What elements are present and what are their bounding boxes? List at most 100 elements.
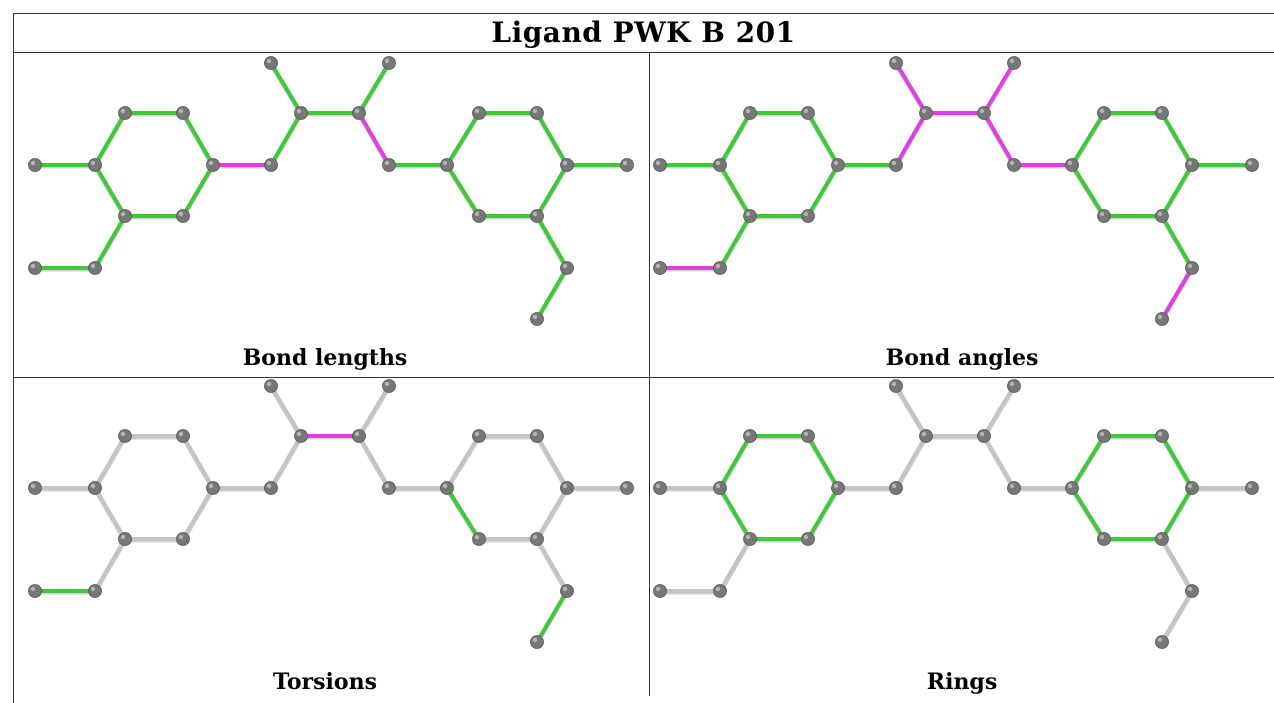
atom-highlight [562,483,568,489]
atom-highlight [715,263,721,269]
bond [1160,163,1194,218]
page-title: Ligand PWK B 201 [491,16,796,49]
panel-bond-lengths: Bond lengths [13,53,649,377]
atom [743,106,757,120]
bond [269,61,303,115]
atom [1007,481,1021,495]
atom [28,158,42,172]
atom [530,532,544,546]
bond [535,537,569,593]
atom [560,481,574,495]
atom [352,429,366,443]
atom [28,261,42,275]
atom [653,261,667,275]
atom [1097,532,1111,546]
atom-highlight [1187,263,1193,269]
atom [472,209,486,223]
atom-highlight [532,534,538,540]
atom-highlight [384,58,390,64]
atom-highlight [90,586,96,592]
atom-highlight [562,160,568,166]
atom [294,429,308,443]
panel-bond-angles: Bond angles [650,53,1274,377]
atom [1155,209,1169,223]
atom-highlight [979,108,985,114]
bond [894,111,928,167]
atom [743,209,757,223]
atom-highlight [474,431,480,437]
bond [357,61,391,115]
bond [982,111,1016,167]
atom-highlight [655,263,661,269]
atom-highlight [1247,483,1253,489]
atom [1185,584,1199,598]
bond [1070,434,1106,490]
bond [894,434,928,490]
atom-highlight [745,431,751,437]
bond [1160,486,1194,541]
bond [357,111,391,167]
bond [982,434,1016,490]
atom [28,584,42,598]
atom-highlight [655,483,661,489]
atom-highlight [208,160,214,166]
bond [806,111,840,167]
bond [535,434,569,490]
atom-highlight [833,483,839,489]
atom-highlight [803,211,809,217]
atom-highlight [1067,483,1073,489]
atom [831,481,845,495]
atom [919,429,933,443]
atom-highlight [891,381,897,387]
atom [743,532,757,546]
atom [653,158,667,172]
atom-highlight [354,431,360,437]
atom [176,106,190,120]
atom [713,261,727,275]
bond [894,61,928,115]
atom [889,158,903,172]
atom-highlight [30,483,36,489]
atom [88,584,102,598]
atom-highlight [532,314,538,320]
bond [445,486,481,541]
atom [382,56,396,70]
atom-highlight [1099,108,1105,114]
atom [1155,429,1169,443]
atom [440,481,454,495]
atom-highlight [1187,160,1193,166]
atom-highlight [1187,483,1193,489]
bond [1160,434,1194,490]
atom-highlight [266,381,272,387]
atom-highlight [384,483,390,489]
bond [269,384,303,438]
atom-highlight [833,160,839,166]
atom-highlight [178,211,184,217]
atom [176,429,190,443]
bond [93,537,127,593]
atom-highlight [178,534,184,540]
atom-highlight [296,108,302,114]
atom-highlight [354,108,360,114]
atom [472,429,486,443]
atom [530,429,544,443]
atom-highlight [745,534,751,540]
bond [1160,214,1194,270]
bond [718,214,752,270]
atom-highlight [90,160,96,166]
atom-highlight [1009,483,1015,489]
atom [801,429,815,443]
atom-highlight [891,58,897,64]
bond [181,486,215,541]
atom-highlight [442,160,448,166]
atom-highlight [715,483,721,489]
atom-highlight [178,431,184,437]
bond [806,486,840,541]
atom [1155,635,1169,649]
bond [718,111,752,167]
atom-highlight [90,263,96,269]
atom [889,379,903,393]
atom [653,584,667,598]
atom-highlight [474,534,480,540]
atom [743,429,757,443]
